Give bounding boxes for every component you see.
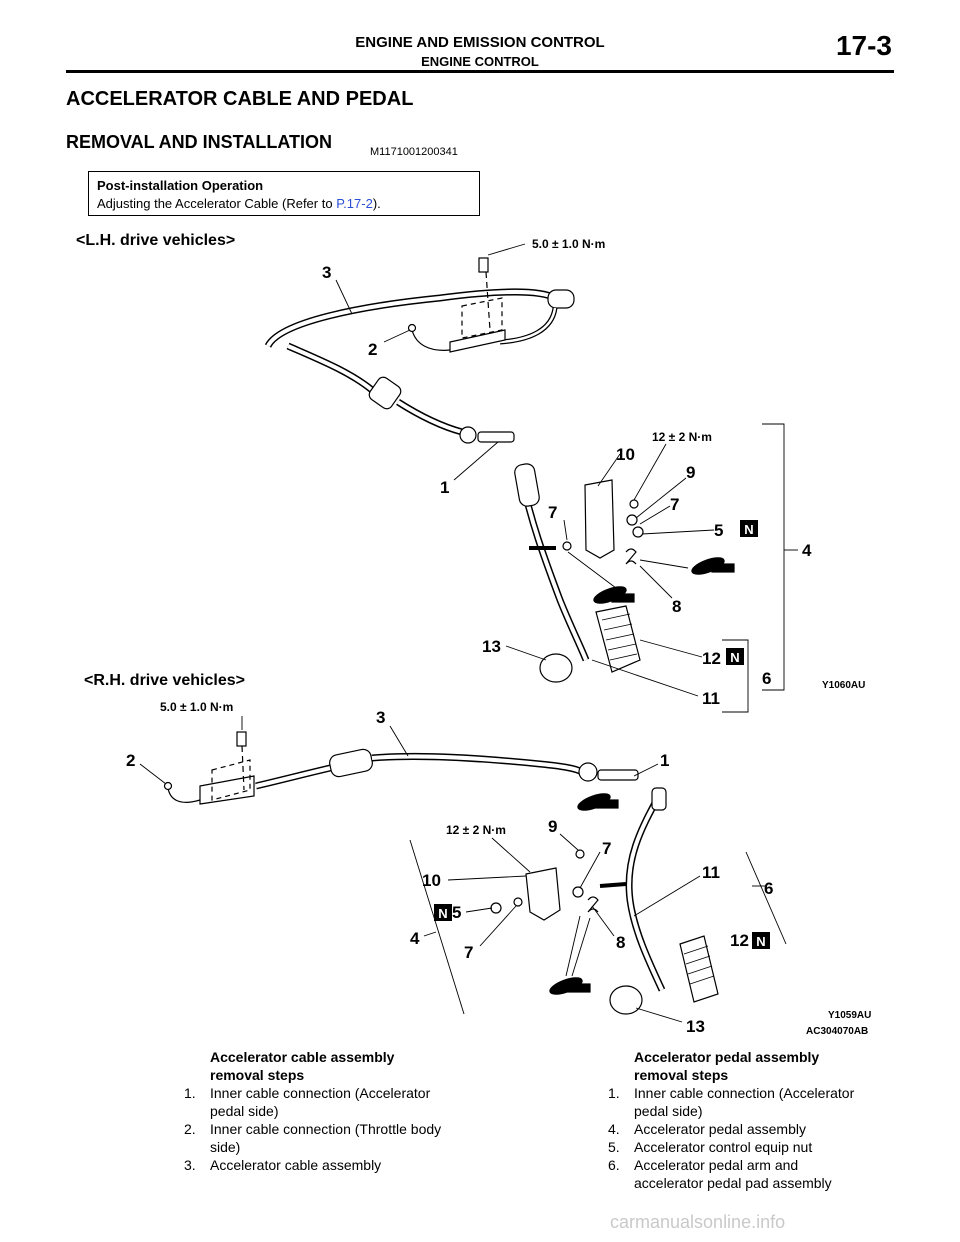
rh-drive-label: <R.H. drive vehicles> [84, 672, 245, 689]
cable-steps-title-line2: removal steps [210, 1067, 305, 1083]
rh-badge-5: N [434, 904, 452, 921]
rh-torque-bolt: 12 ± 2 N·m [446, 823, 506, 837]
lh-callout-10: 10 [616, 445, 635, 464]
svg-text:N: N [756, 934, 765, 949]
lh-torque-bolt: 12 ± 2 N·m [652, 430, 712, 444]
pedal-steps-title-line1: Accelerator pedal assembly [634, 1049, 820, 1065]
lh-drive-label: <L.H. drive vehicles> [76, 232, 236, 249]
rh-callout-7b: 7 [602, 839, 611, 858]
cable-steps-title-line1: Accelerator cable assembly [210, 1049, 395, 1065]
note-text: Adjusting the Accelerator Cable (Refer t… [97, 196, 381, 211]
lh-callout-13: 13 [482, 637, 501, 656]
lh-callout-6: 6 [762, 669, 771, 688]
rh-callout-8: 8 [616, 933, 625, 952]
lh-badge-5: N [740, 520, 758, 537]
rh-accelerator-cable [163, 731, 639, 805]
sheet-code: AC304070AB [806, 1026, 869, 1037]
lh-badge-12: N [726, 648, 744, 665]
svg-text:N: N [438, 906, 447, 921]
lh-callout-1: 1 [440, 478, 449, 497]
lh-leader-lines [335, 243, 798, 713]
lh-figure-code: Y1060AU [822, 680, 866, 691]
list-item: 2. Inner cable connection (Throttle body… [184, 1121, 442, 1155]
lh-callout-7a: 7 [548, 503, 557, 522]
lh-pedal-arm [514, 463, 735, 683]
section-heading: ACCELERATOR CABLE AND PEDAL [66, 88, 414, 110]
rh-callout-11: 11 [702, 863, 720, 882]
rh-callout-10: 10 [422, 871, 441, 890]
rh-callout-3: 3 [376, 708, 385, 727]
rh-figure-code: Y1059AU [828, 1010, 872, 1021]
rh-callout-9: 9 [548, 817, 557, 836]
lh-accelerator-cable [264, 257, 575, 444]
manual-section-title: ENGINE CONTROL [421, 54, 539, 69]
cable-removal-steps: Accelerator cable assembly removal steps… [184, 1048, 504, 1174]
lh-callout-8: 8 [672, 597, 681, 616]
svg-text:N: N [744, 522, 753, 537]
rh-callout-6: 6 [764, 879, 773, 898]
post-installation-note: Post-installation Operation Adjusting th… [88, 171, 480, 216]
note-title: Post-installation Operation [97, 178, 264, 193]
page-number: 17-3 [835, 30, 892, 61]
manual-chapter-title: ENGINE AND EMISSION CONTROL [355, 34, 605, 51]
watermark-text: carmanualsonline.info [610, 1212, 786, 1232]
lh-callout-12: 12 [702, 649, 721, 668]
rh-callout-2: 2 [126, 751, 135, 770]
lh-callout-7b: 7 [670, 495, 679, 514]
rh-callout-12: 12 [730, 931, 749, 950]
lh-callout-3: 3 [322, 263, 331, 282]
document-code: M1171001200341 [370, 146, 458, 158]
lh-callout-11: 11 [702, 689, 720, 708]
pedal-steps-title-line2: removal steps [634, 1067, 729, 1083]
rh-callout-5: 5 [452, 903, 461, 922]
svg-text:N: N [730, 650, 739, 665]
lh-callout-5: 5 [714, 521, 723, 540]
rh-torque-bracket: 5.0 ± 1.0 N·m [160, 700, 233, 714]
reference-link[interactable]: P.17-2 [336, 196, 373, 211]
rh-badge-12: N [752, 932, 770, 949]
rh-callout-13: 13 [686, 1017, 705, 1036]
list-item: 5. Accelerator control equip nut [608, 1139, 813, 1155]
rh-callout-1: 1 [660, 751, 669, 770]
pedal-removal-steps: Accelerator pedal assembly removal steps… [608, 1048, 908, 1192]
list-item: 3. Accelerator cable assembly [184, 1157, 382, 1173]
list-item: 4. Accelerator pedal assembly [608, 1121, 806, 1137]
lh-callout-2: 2 [368, 340, 377, 359]
rh-callout-4: 4 [410, 929, 420, 948]
subsection-heading: REMOVAL AND INSTALLATION [66, 132, 332, 152]
rh-pedal-arm [490, 787, 719, 1015]
lh-torque-bracket: 5.0 ± 1.0 N·m [532, 237, 605, 251]
rh-callout-7a: 7 [464, 943, 473, 962]
header-rule [66, 70, 894, 73]
lh-callout-4: 4 [802, 541, 812, 560]
lh-callout-9: 9 [686, 463, 695, 482]
rh-leader-lines [139, 716, 787, 1023]
